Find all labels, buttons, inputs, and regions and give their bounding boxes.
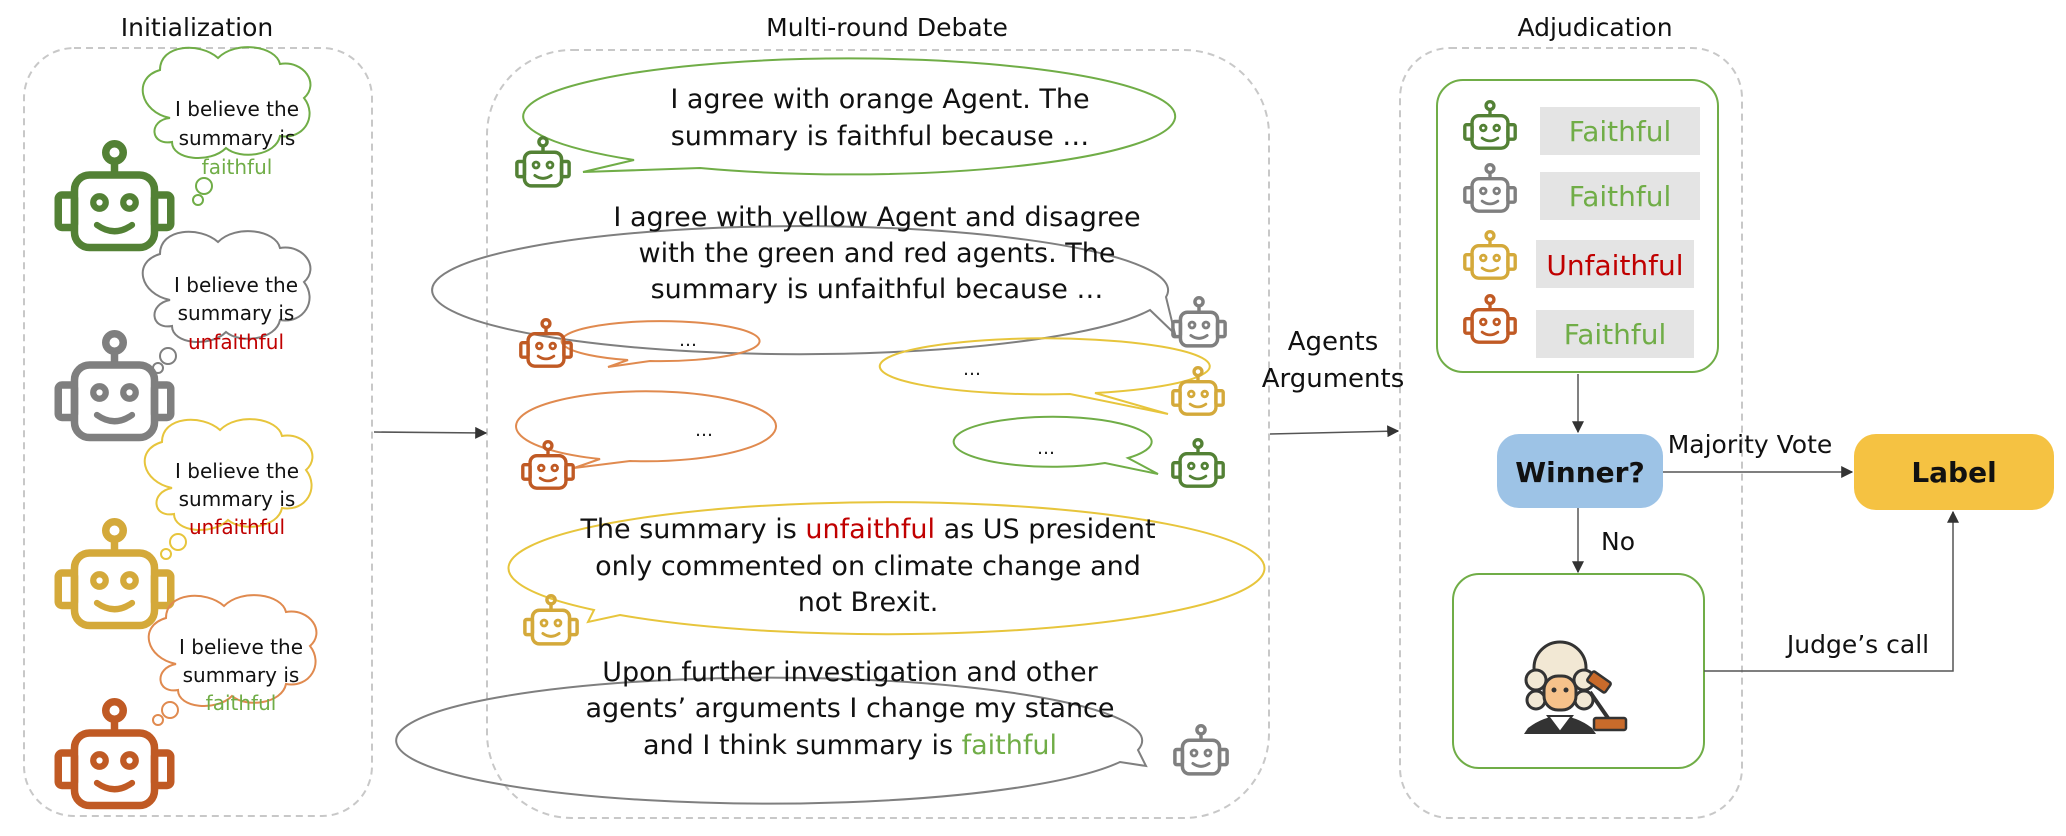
arrow-init-to-debate — [373, 426, 488, 439]
vote-label-brown: Faithful — [1564, 318, 1667, 351]
bubble7-line1-post: as US president — [935, 514, 1156, 545]
vote-badge-green — [1540, 107, 1700, 155]
bubble1-line2: summary is faithful because … — [671, 121, 1090, 152]
bubble4-ellipsis: … — [963, 359, 981, 380]
bubble7-line3: not Brexit. — [798, 587, 939, 618]
vote-box — [1436, 79, 1719, 373]
label-box — [1854, 434, 2054, 510]
vote-label-green: Faithful — [1569, 115, 1672, 148]
title-initialization: Initialization — [121, 13, 273, 42]
speech-bubble-2: I agree with yellow Agent and disagree w… — [431, 202, 1177, 356]
bubble5-ellipsis: … — [695, 420, 713, 441]
bubble2-line1: I agree with yellow Agent and disagree — [613, 202, 1140, 233]
winner-box — [1497, 434, 1663, 508]
bubble8-line1: Upon further investigation and other — [602, 657, 1098, 688]
thought-brown-verdict: faithful — [206, 691, 277, 715]
speech-bubble-6: … — [952, 415, 1159, 475]
robot-yellow-debate2-icon — [523, 594, 579, 646]
speech-bubble-7: The summary is unfaithful as US presiden… — [507, 501, 1266, 636]
speech-bubble-1: I agree with orange Agent. The summary i… — [522, 57, 1177, 176]
bubble7-line1-pre: The summary is — [579, 514, 805, 545]
robot-gray-debate-icon — [1171, 296, 1227, 348]
arrow-judge-to-label — [1704, 510, 1959, 672]
no-text: No — [1601, 527, 1635, 556]
winner-text: Winner? — [1515, 456, 1644, 489]
thought-cloud-gray: I believe the summary is unfaithful — [141, 230, 312, 374]
robot-brown-debate2-icon — [521, 440, 575, 490]
robot-brown-debate-icon — [519, 318, 573, 368]
robot-green-debate-icon — [515, 136, 571, 188]
thought-brown-line2: summary is — [183, 663, 300, 687]
bubble8-line3-faithful: faithful — [962, 730, 1057, 761]
agents-arguments-line1: Agents — [1288, 327, 1379, 357]
judges-call-text: Judge’s call — [1785, 630, 1929, 659]
thought-green-line1: I believe the — [175, 97, 299, 121]
bubble7-line1-unfaithful: unfaithful — [805, 514, 935, 545]
robot-yellow-debate-icon — [1171, 366, 1225, 416]
vote-robot-green-icon — [1463, 100, 1517, 150]
vote-label-yellow: Unfaithful — [1546, 249, 1683, 282]
bubble2-line2: with the green and red agents. The — [639, 238, 1116, 269]
vote-badge-gray — [1540, 172, 1700, 220]
thought-gray-verdict: unfaithful — [188, 330, 284, 354]
bubble3-ellipsis: … — [679, 330, 697, 351]
judge-icon — [1524, 640, 1628, 734]
thought-cloud-brown: I believe the summary is faithful — [147, 594, 318, 726]
bubble2-line3: summary is unfaithful because … — [651, 274, 1104, 305]
thought-gray-line2: summary is — [178, 301, 295, 325]
vote-badge-brown — [1536, 310, 1694, 358]
title-debate: Multi-round Debate — [766, 13, 1008, 42]
adjudication-panel — [1399, 47, 1743, 819]
robot-gray-debate2-icon — [1173, 724, 1229, 776]
arrow-debate-to-adjudication — [1269, 425, 1400, 438]
title-adjudication: Adjudication — [1517, 13, 1672, 42]
speech-bubble-5: … — [515, 390, 777, 469]
speech-bubble-3: … — [560, 320, 761, 368]
agents-arguments-line2: Arguments — [1262, 364, 1405, 394]
vote-badge-yellow — [1536, 240, 1694, 288]
thought-yellow-line2: summary is — [179, 487, 296, 511]
bubble8-line3-pre: and I think summary is — [643, 730, 962, 761]
vote-robot-yellow-icon — [1463, 230, 1517, 280]
thought-gray-line1: I believe the — [174, 273, 298, 297]
robot-green-icon — [58, 144, 171, 248]
bubble6-ellipsis: … — [1037, 438, 1055, 459]
label-text: Label — [1911, 456, 1996, 489]
robot-gray-icon — [58, 334, 171, 438]
thought-cloud-yellow: I believe the summary is unfaithful — [143, 418, 314, 560]
bubble8-line2: agents’ arguments I change my stance — [585, 693, 1114, 724]
thought-cloud-green: I believe the summary is faithful — [141, 46, 312, 206]
majority-vote-text: Majority Vote — [1668, 430, 1833, 459]
speech-bubble-8: Upon further investigation and other age… — [395, 657, 1148, 805]
thought-brown-line1: I believe the — [179, 635, 303, 659]
robot-green-debate2-icon — [1171, 438, 1225, 488]
thought-yellow-line1: I believe the — [175, 459, 299, 483]
thought-green-verdict: faithful — [202, 155, 273, 179]
vote-label-gray: Faithful — [1569, 180, 1672, 213]
bubble7-line2: only commented on climate change and — [595, 551, 1141, 582]
robot-yellow-icon — [58, 522, 171, 626]
vote-robot-gray-icon — [1463, 163, 1517, 213]
thought-green-line2: summary is — [179, 126, 296, 150]
bubble7-line1: The summary is unfaithful as US presiden… — [579, 514, 1155, 545]
vote-robot-brown-icon — [1463, 294, 1517, 344]
bubble8-line3: and I think summary is faithful — [643, 730, 1057, 761]
thought-yellow-verdict: unfaithful — [189, 515, 285, 539]
bubble1-line1: I agree with orange Agent. The — [670, 84, 1089, 115]
